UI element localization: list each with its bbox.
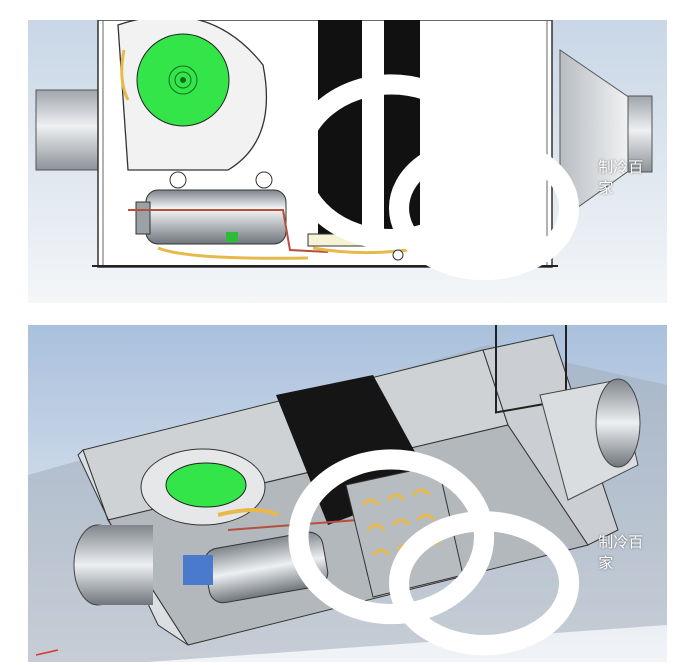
watermark-text: 制冷百家: [598, 157, 644, 197]
watermark-top: 制冷百家: [283, 69, 649, 286]
outlet-duct: [627, 95, 653, 173]
wechat-logo-icon: [288, 73, 580, 280]
axis-indicator: [35, 649, 59, 656]
watermark-text: 制冷百家: [598, 532, 644, 572]
housing-left-wall: [77, 449, 189, 646]
filter-panel-1: [318, 20, 362, 235]
watermark-bottom: 制冷百家: [283, 444, 649, 661]
fan-opening: [165, 462, 247, 508]
cad-front-view: 制冷百家: [28, 20, 667, 303]
housing-right-wall: [482, 334, 619, 546]
inlet-duct: [35, 89, 101, 171]
compressor: [145, 189, 287, 245]
wechat-logo-icon: [288, 448, 580, 655]
outlet-duct-opening: [595, 378, 641, 468]
cad-isometric-view: 制冷百家: [28, 325, 667, 662]
